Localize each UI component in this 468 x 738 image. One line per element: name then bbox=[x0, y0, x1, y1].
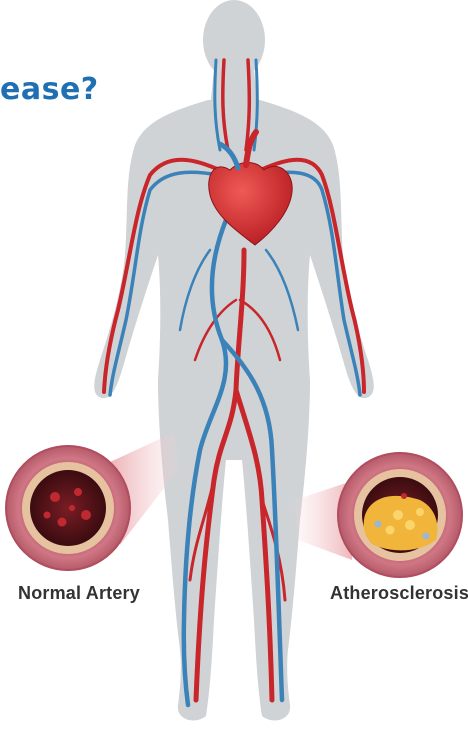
normal-artery-cross-section bbox=[6, 446, 130, 570]
body-silhouette bbox=[94, 0, 374, 720]
atherosclerosis-cross-section bbox=[338, 453, 462, 577]
normal-artery-label: Normal Artery bbox=[18, 583, 140, 604]
atherosclerosis-label: Atherosclerosis bbox=[330, 583, 468, 604]
page-heading: ease? bbox=[0, 72, 99, 107]
